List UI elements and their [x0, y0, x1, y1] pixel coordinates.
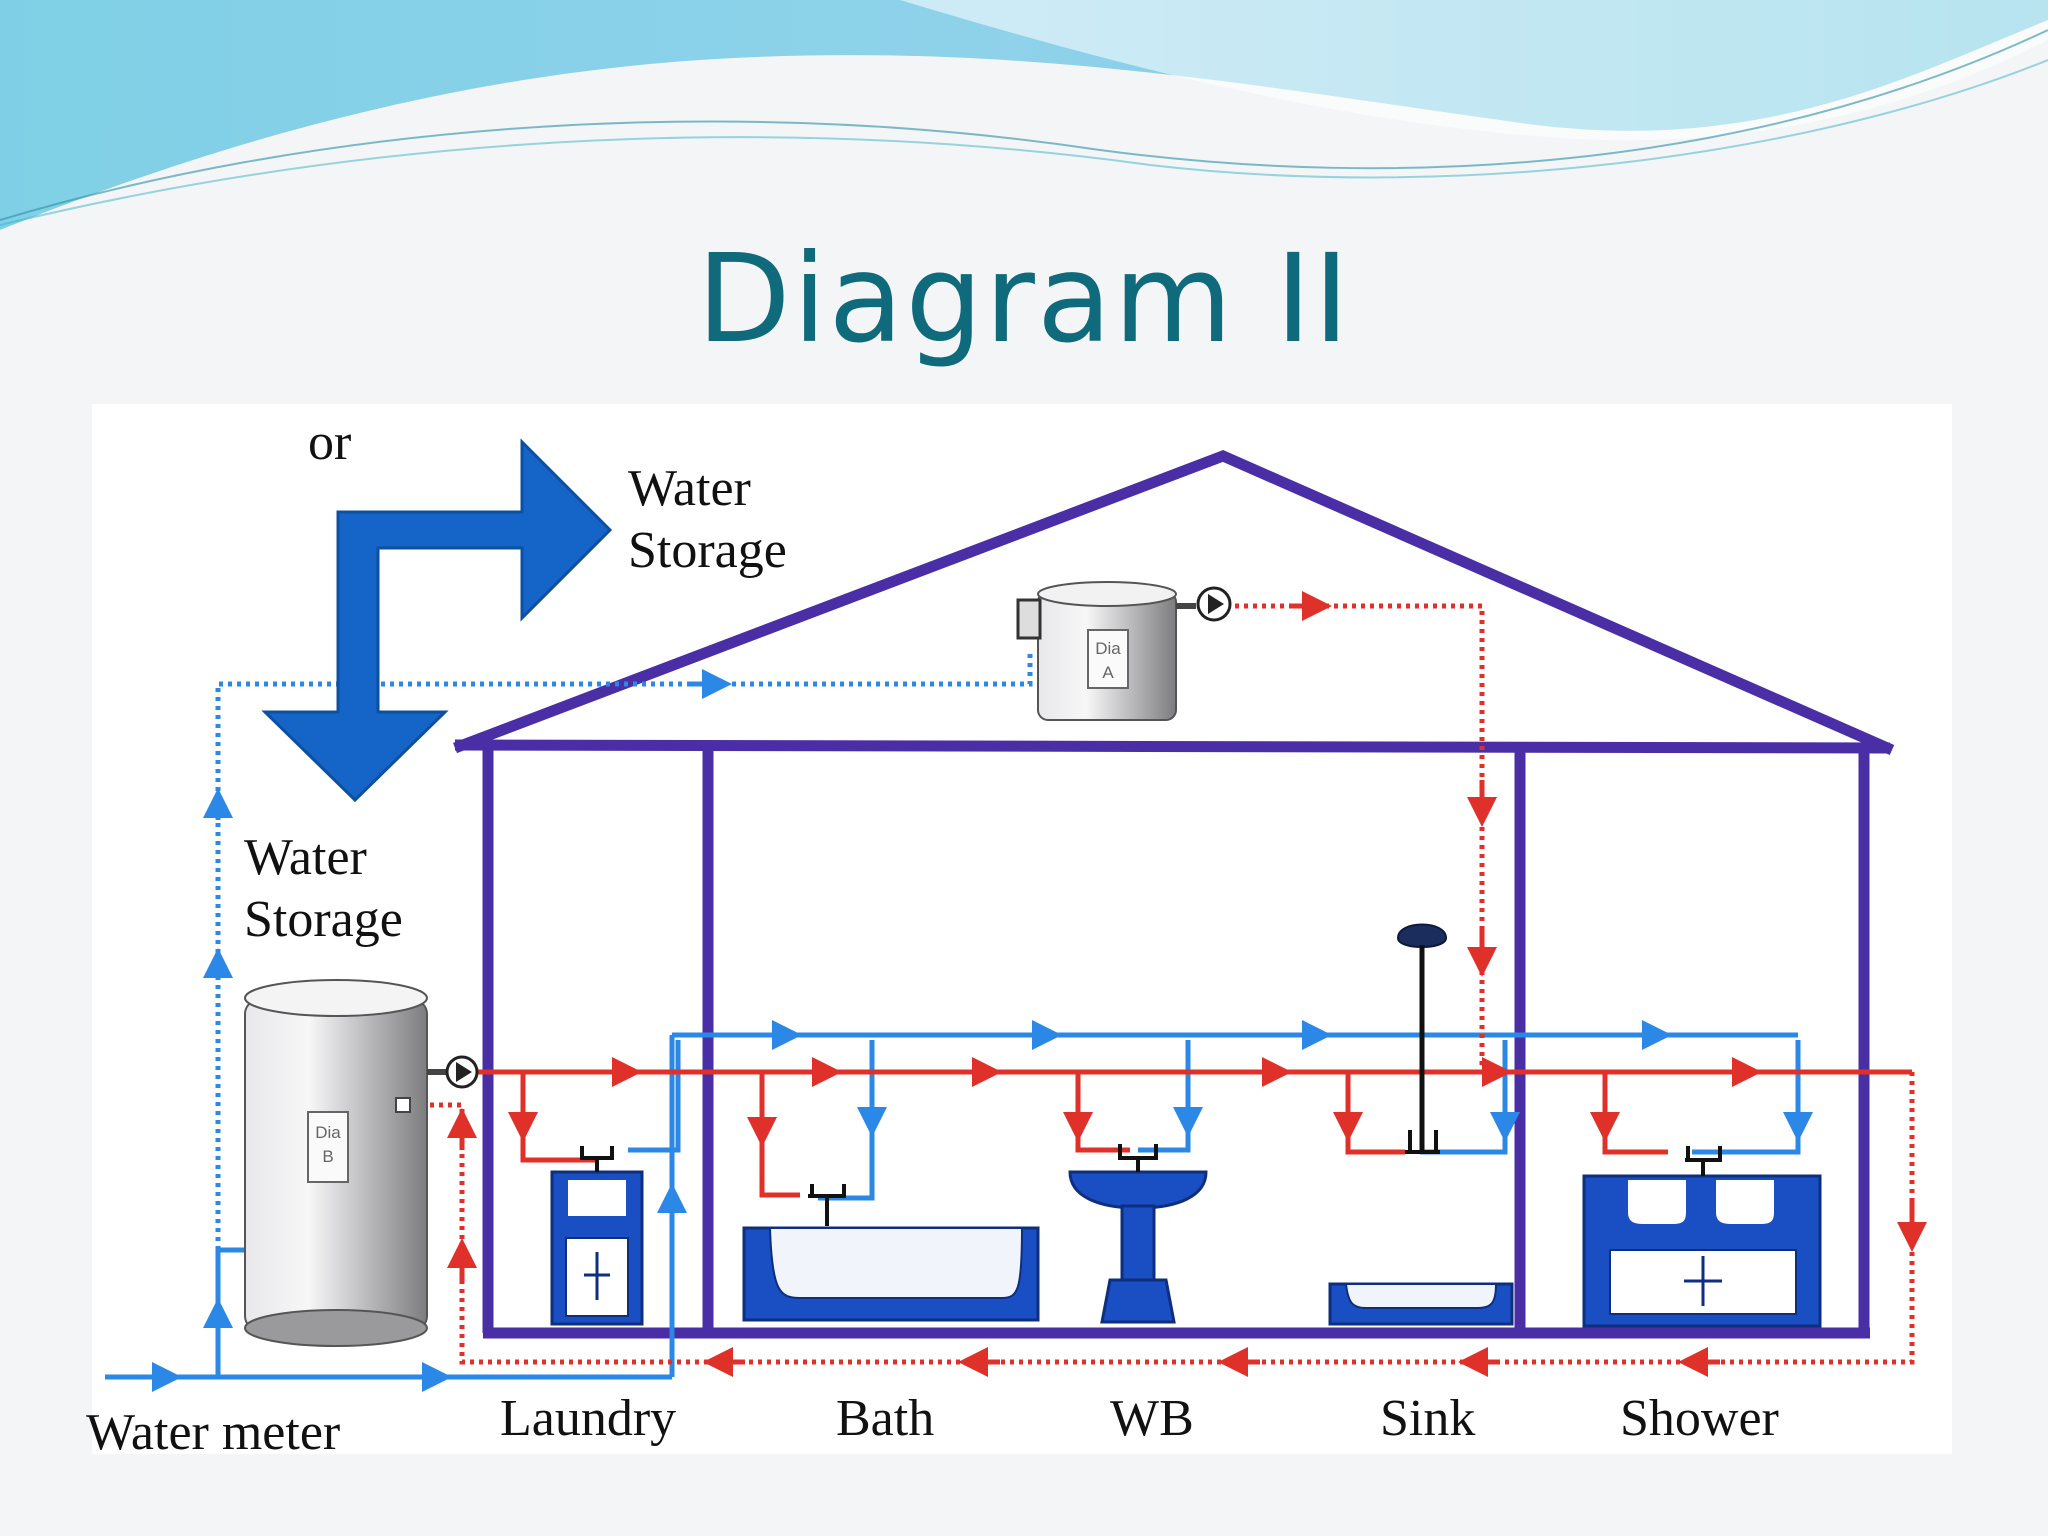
roof-tank-label-line2: A	[1102, 663, 1114, 682]
roof-tank-label-line1: Dia	[1095, 639, 1121, 658]
wb-label: WB	[1110, 1390, 1194, 1447]
ground-tank-label-line2: B	[322, 1147, 333, 1166]
laundry-fixture	[550, 1146, 644, 1326]
water-meter-label: Water meter	[86, 1404, 341, 1461]
slide-title: Diagram II	[696, 228, 1352, 370]
water-storage-top-label: Water Storage	[628, 458, 787, 582]
hot-water-pipes	[470, 1057, 1912, 1198]
water-storage-side-label: Water Storage	[244, 827, 403, 951]
cold-water-pipes	[105, 1020, 1813, 1392]
ground-tank: Dia B	[244, 979, 479, 1347]
water-storage-side-line1: Water	[244, 829, 367, 886]
water-storage-top-line1: Water	[628, 460, 751, 517]
roof-tank: Dia A	[1016, 581, 1232, 721]
cold-feed-dotted	[203, 650, 1033, 1250]
wash-basin-fixture	[1068, 1144, 1208, 1324]
water-storage-side-line2: Storage	[244, 891, 403, 948]
bath-fixture	[742, 1184, 1040, 1322]
sink-label: Sink	[1380, 1390, 1476, 1447]
water-storage-top-line2: Storage	[628, 522, 787, 579]
bath-label: Bath	[836, 1390, 935, 1447]
storage-choice-arrow	[261, 438, 613, 803]
or-label: or	[308, 414, 352, 471]
ground-tank-label-line1: Dia	[315, 1123, 341, 1142]
sink-shower-fixture	[1328, 923, 1514, 1326]
hot-return-dotted	[430, 591, 1927, 1377]
shower-fixture	[1582, 1146, 1822, 1328]
laundry-label: Laundry	[500, 1390, 677, 1447]
house-frame	[453, 450, 1895, 1339]
shower-label: Shower	[1620, 1390, 1779, 1447]
header-wave	[0, 0, 2048, 230]
